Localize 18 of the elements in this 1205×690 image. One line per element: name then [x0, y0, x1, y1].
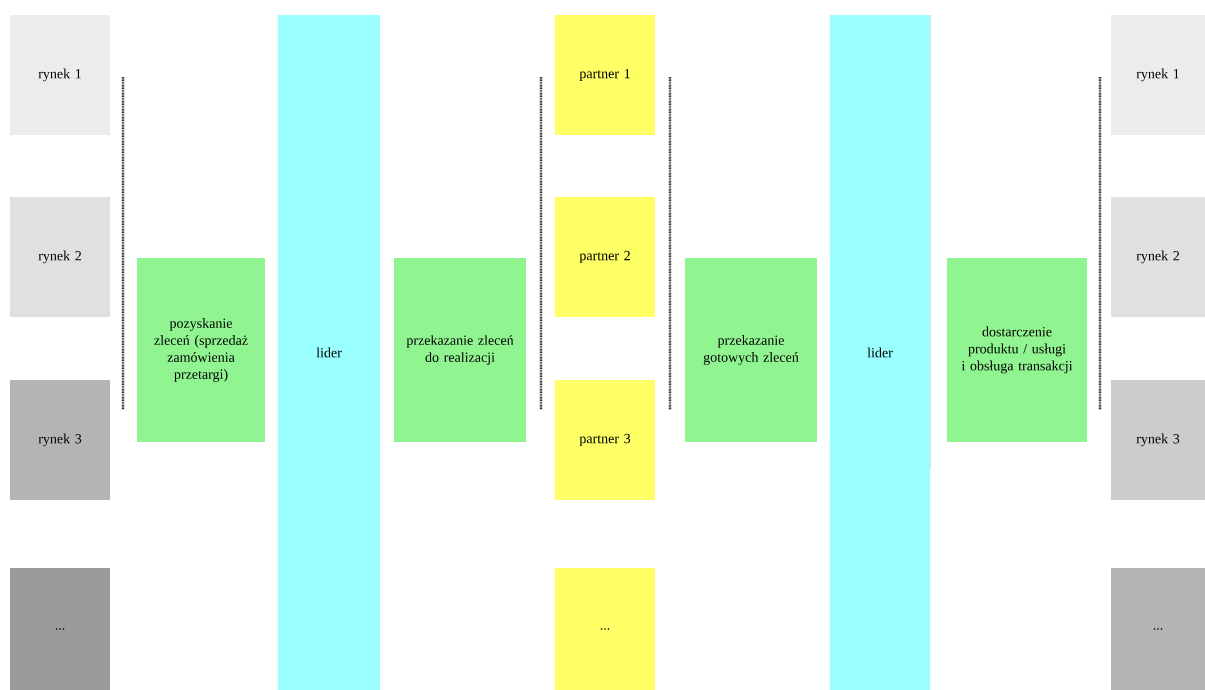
market-box: rynek 1	[1111, 15, 1205, 135]
market-box: rynek 3	[1111, 380, 1205, 500]
leader-column: lider	[278, 15, 380, 690]
process-box: pozyskanie zleceń (sprzedaż zamówienia przetargi)	[137, 258, 265, 442]
partner-box: ...	[555, 568, 655, 690]
market-box: rynek 1	[10, 15, 110, 135]
process-box: przekazanie gotowych zleceń	[685, 258, 817, 442]
process-box: przekazanie zleceń do realizacji	[394, 258, 526, 442]
market-box: rynek 2	[10, 197, 110, 317]
market-box: rynek 2	[1111, 197, 1205, 317]
market-box: ...	[10, 568, 110, 690]
market-box: ...	[1111, 568, 1205, 690]
market-box: rynek 3	[10, 380, 110, 500]
partner-box: partner 1	[555, 15, 655, 135]
partner-box: partner 2	[555, 197, 655, 317]
leader-column: lider	[830, 15, 930, 690]
process-box: dostarczenie produktu / usługi i obsługa transakcji	[947, 258, 1087, 442]
partner-box: partner 3	[555, 380, 655, 500]
